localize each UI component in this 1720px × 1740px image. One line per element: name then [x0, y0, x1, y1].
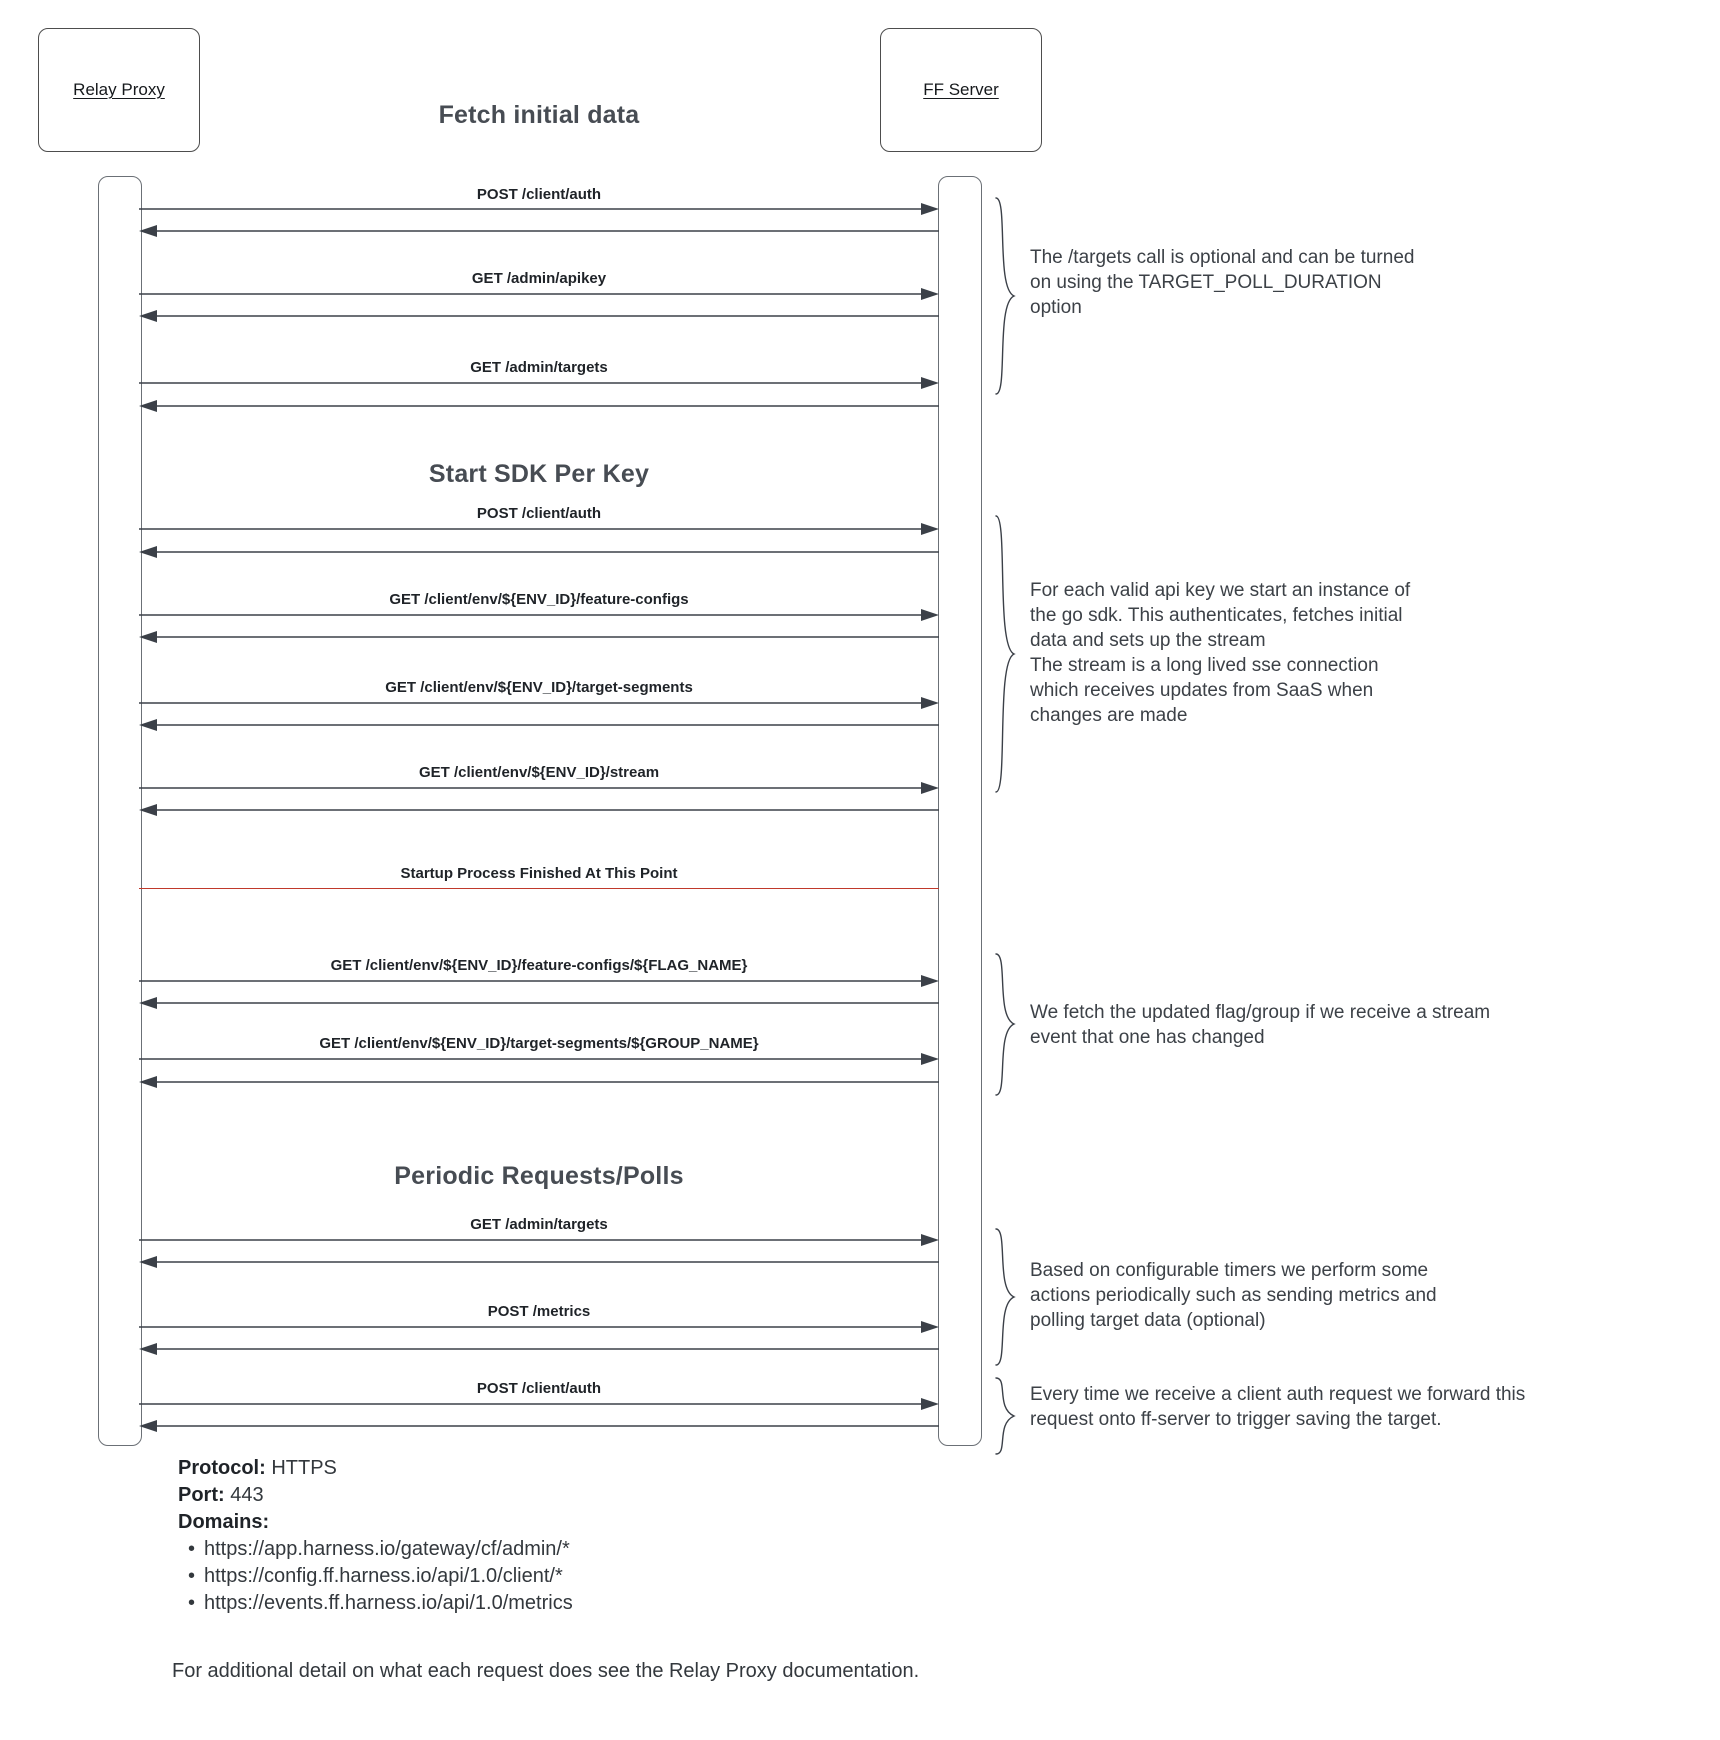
footer-domain-item: https://app.harness.io/gateway/cf/admin/…	[188, 1536, 878, 1563]
arrow-response-7	[139, 804, 939, 816]
note-line: actions periodically such as sending met…	[1030, 1285, 1437, 1306]
actor-box-ff-server: FF Server	[880, 28, 1042, 152]
arrow-response-12	[139, 1420, 939, 1432]
arrow-request-5	[139, 609, 939, 621]
arrow-response-11	[139, 1343, 939, 1355]
note-line: event that one has changed	[1030, 1027, 1265, 1048]
note-line: option	[1030, 297, 1082, 318]
arrow-request-2	[139, 288, 939, 300]
arrow-request-7	[139, 782, 939, 794]
section-title-periodic-requests-polls: Periodic Requests/Polls	[394, 1162, 684, 1190]
message-label-post-client-auth-3: POST /client/auth	[476, 1380, 602, 1397]
footnote-documentation: For additional detail on what each reque…	[172, 1660, 920, 1682]
note-sdk-per-key: For each valid api key we start an insta…	[1030, 578, 1530, 728]
arrow-request-3	[139, 377, 939, 389]
lifeline-ff-server	[938, 176, 982, 1446]
arrow-request-6	[139, 697, 939, 709]
arrow-request-10	[139, 1234, 939, 1246]
actor-label-relay-proxy: Relay Proxy	[73, 80, 165, 99]
brace-note-4	[992, 1227, 1018, 1367]
arrow-response-1	[139, 225, 939, 237]
note-line: request onto ff-server to trigger saving…	[1030, 1409, 1442, 1430]
footer-domains-key: Domains:	[178, 1511, 270, 1533]
footer-connection-details: Protocol: HTTPS Port: 443 Domains: https…	[178, 1455, 878, 1617]
arrow-response-4	[139, 546, 939, 558]
message-label-post-client-auth-1: POST /client/auth	[476, 186, 602, 203]
footer-domain-item: https://events.ff.harness.io/api/1.0/met…	[188, 1590, 878, 1617]
divider-label-startup-finished: Startup Process Finished At This Point	[400, 865, 678, 882]
footer-port-key: Port:	[178, 1484, 225, 1506]
divider-line-startup-finished	[139, 888, 939, 889]
arrow-response-2	[139, 310, 939, 322]
footer-domain-list: https://app.harness.io/gateway/cf/admin/…	[178, 1536, 878, 1617]
message-label-post-metrics: POST /metrics	[487, 1303, 591, 1320]
note-line: Based on configurable timers we perform …	[1030, 1260, 1429, 1281]
footer-domain-item: https://config.ff.harness.io/api/1.0/cli…	[188, 1563, 878, 1590]
brace-note-1	[992, 196, 1018, 396]
note-line: the go sdk. This authenticates, fetches …	[1030, 605, 1403, 626]
arrow-response-10	[139, 1256, 939, 1268]
brace-note-5	[992, 1376, 1018, 1456]
note-configurable-timers: Based on configurable timers we perform …	[1030, 1258, 1550, 1333]
note-line: The stream is a long lived sse connectio…	[1030, 655, 1379, 676]
section-title-fetch-initial-data: Fetch initial data	[438, 101, 640, 129]
footer-protocol-value: HTTPS	[271, 1457, 337, 1479]
footer-domains-row: Domains:	[178, 1509, 878, 1536]
note-line: Every time we receive a client auth requ…	[1030, 1384, 1526, 1405]
actor-box-relay-proxy: Relay Proxy	[38, 28, 200, 152]
message-label-get-target-segments: GET /client/env/${ENV_ID}/target-segment…	[385, 679, 693, 696]
note-line: on using the TARGET_POLL_DURATION	[1030, 272, 1382, 293]
arrow-response-6	[139, 719, 939, 731]
message-label-get-admin-apikey: GET /admin/apikey	[471, 270, 607, 287]
footer-protocol-row: Protocol: HTTPS	[178, 1455, 878, 1482]
arrow-response-8	[139, 997, 939, 1009]
note-line: For each valid api key we start an insta…	[1030, 580, 1411, 601]
message-label-get-stream: GET /client/env/${ENV_ID}/stream	[418, 764, 660, 781]
arrow-response-3	[139, 400, 939, 412]
note-line: changes are made	[1030, 705, 1188, 726]
section-title-start-sdk-per-key: Start SDK Per Key	[428, 460, 650, 488]
footer-protocol-key: Protocol:	[178, 1457, 266, 1479]
arrow-request-11	[139, 1321, 939, 1333]
arrow-request-4	[139, 523, 939, 535]
note-updated-flag-group: We fetch the updated flag/group if we re…	[1030, 1000, 1590, 1050]
lifeline-relay-proxy	[98, 176, 142, 1446]
arrow-request-12	[139, 1398, 939, 1410]
note-line: We fetch the updated flag/group if we re…	[1030, 1002, 1491, 1023]
note-line: The /targets call is optional and can be…	[1030, 247, 1415, 268]
arrow-response-5	[139, 631, 939, 643]
note-line: data and sets up the stream	[1030, 630, 1266, 651]
footer-port-value: 443	[230, 1484, 264, 1506]
arrow-request-9	[139, 1053, 939, 1065]
arrow-request-1	[139, 203, 939, 215]
message-label-get-target-segment-by-group: GET /client/env/${ENV_ID}/target-segment…	[319, 1035, 759, 1052]
brace-note-2	[992, 514, 1018, 794]
note-targets-optional: The /targets call is optional and can be…	[1030, 245, 1500, 320]
note-forward-client-auth: Every time we receive a client auth requ…	[1030, 1382, 1630, 1432]
brace-note-3	[992, 952, 1018, 1097]
message-label-get-feature-config-by-flag: GET /client/env/${ENV_ID}/feature-config…	[330, 957, 748, 974]
message-label-get-admin-targets-1: GET /admin/targets	[470, 359, 608, 376]
footer-port-row: Port: 443	[178, 1482, 878, 1509]
arrow-response-9	[139, 1076, 939, 1088]
actor-label-ff-server: FF Server	[923, 80, 999, 99]
message-label-get-admin-targets-2: GET /admin/targets	[470, 1216, 608, 1233]
message-label-get-feature-configs: GET /client/env/${ENV_ID}/feature-config…	[389, 591, 689, 608]
message-label-post-client-auth-2: POST /client/auth	[476, 505, 602, 522]
arrow-request-8	[139, 975, 939, 987]
note-line: which receives updates from SaaS when	[1030, 680, 1374, 701]
note-line: polling target data (optional)	[1030, 1310, 1266, 1331]
